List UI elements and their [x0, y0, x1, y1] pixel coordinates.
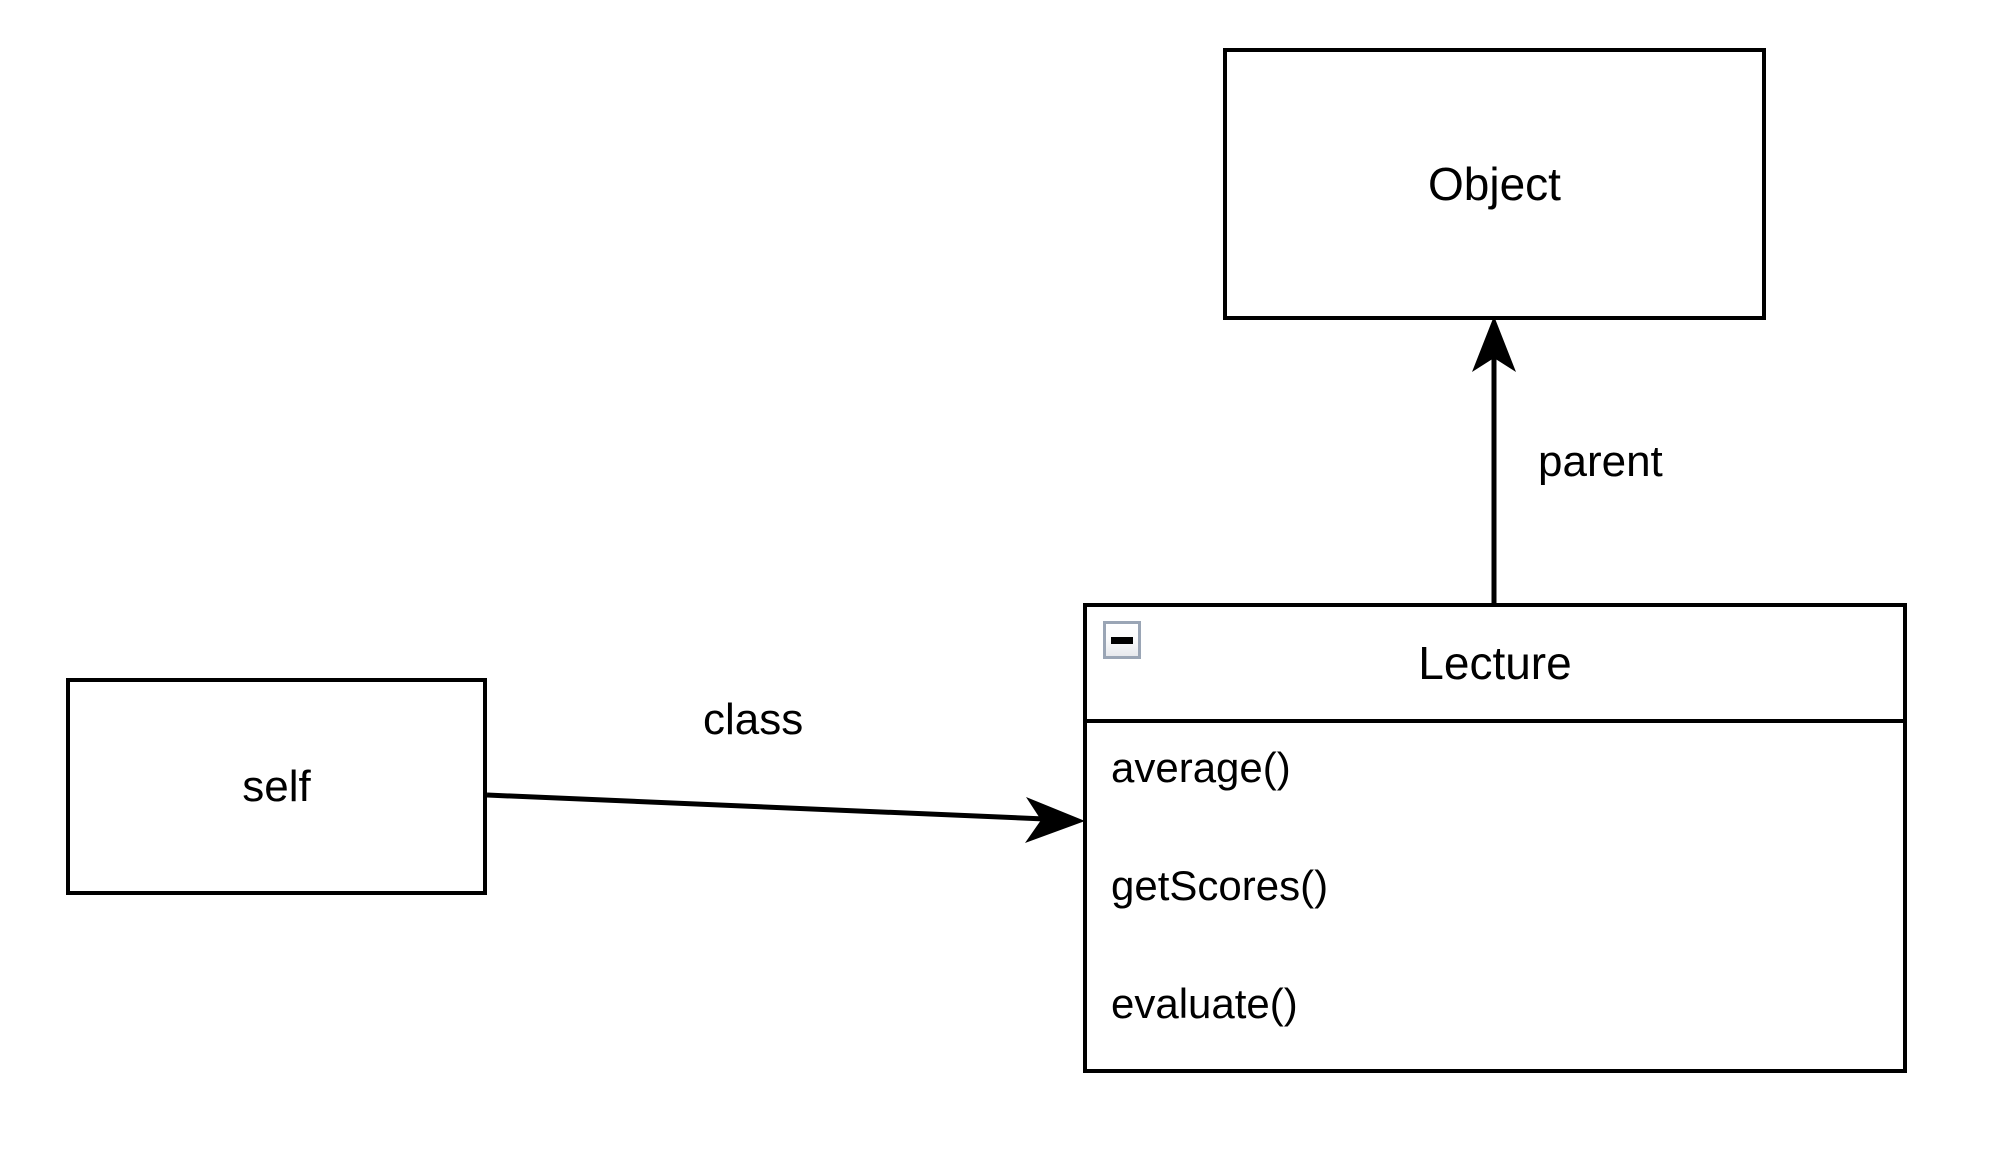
self-node-label: self	[242, 761, 311, 811]
object-node-label: Object	[1428, 158, 1561, 210]
lecture-class-title: Lecture	[1418, 637, 1572, 689]
class-edge-line	[486, 792, 1069, 823]
minus-bar-glyph	[1111, 636, 1133, 644]
parent-edge	[1472, 316, 1516, 603]
parent-edge-label: parent	[1538, 437, 1663, 486]
method-item[interactable]: getScores()	[1111, 862, 1329, 909]
lecture-header: Lecture	[1087, 607, 1903, 723]
object-node[interactable]: Object	[1223, 48, 1766, 320]
lecture-methods-compartment: average() getScores() evaluate()	[1087, 723, 1903, 1069]
class-edge-arrowhead-icon	[1025, 797, 1085, 843]
class-edge	[486, 792, 1085, 843]
parent-edge-arrowhead-icon	[1472, 316, 1516, 372]
class-edge-label: class	[703, 695, 804, 744]
minus-icon[interactable]	[1103, 621, 1141, 659]
self-node[interactable]: self	[66, 678, 487, 895]
lecture-class-node[interactable]: Lecture average() getScores() evaluate()	[1083, 603, 1907, 1073]
method-item[interactable]: average()	[1111, 744, 1291, 791]
method-item[interactable]: evaluate()	[1111, 980, 1298, 1027]
